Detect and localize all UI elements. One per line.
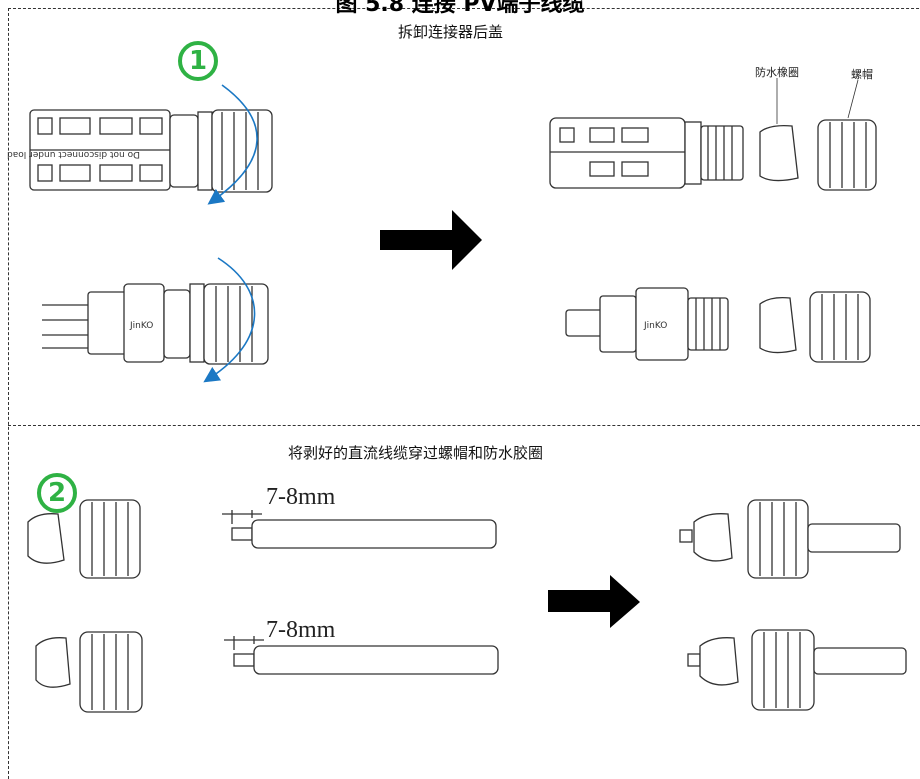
brand-text: JinKO [129,321,153,331]
seal-and-nut-bottom [35,631,143,713]
strip-length-bottom: 7-8mm [266,617,336,643]
right-arrow-icon [380,210,482,270]
stripped-cable-bottom [224,636,499,675]
section2-title: 将剥好的直流线缆穿过螺帽和防水胶圈 [288,444,544,462]
male-connector-assembled [29,109,273,193]
section-divider [8,425,920,426]
right-arrow-icon [548,575,640,628]
strip-length-top: 7-8mm [266,484,336,510]
figure-caption: 图 5.8 连接 PV端子线缆 [335,0,585,17]
rotate-arrow-icon [207,84,258,205]
cable-through-nut-top [679,499,901,579]
section1-title: 拆卸连接器后盖 [398,23,504,41]
brand-text-exploded: JinKO [643,321,667,331]
cable-through-nut-bottom [687,629,907,711]
step2-badge: 2 [37,473,77,513]
rotate-arrow-icon [203,257,256,383]
stripped-cable-top [222,510,497,549]
label-rubber-seal: 防水橡圈 [755,66,799,79]
step1-badge: 1 [178,41,218,81]
label-nut: 螺帽 [851,68,873,81]
seal-and-nut-top [27,499,141,579]
female-connector-exploded [565,287,871,363]
female-connector-assembled [42,283,269,365]
diagram-frame [8,8,920,779]
connector-warning-text: Do not disconnect under load [7,149,140,159]
male-connector-exploded [549,117,877,191]
